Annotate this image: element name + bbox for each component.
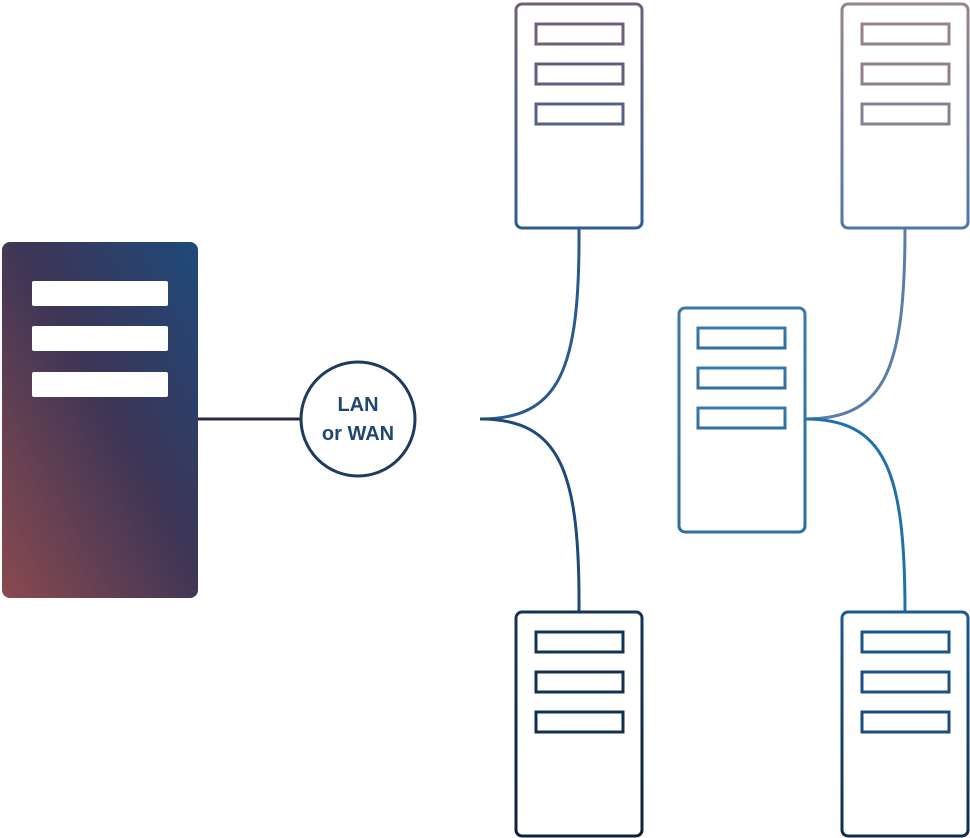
hub-circle xyxy=(299,360,417,478)
server-slot xyxy=(534,710,625,734)
server-slot xyxy=(534,102,625,126)
link-to-top-left xyxy=(479,227,581,421)
server-slot xyxy=(860,630,951,654)
network-hub: LAN or WAN xyxy=(299,360,417,478)
link-to-bottom-right xyxy=(804,417,907,613)
server-slot xyxy=(860,670,951,694)
server-bottom-right xyxy=(840,610,970,838)
server-middle xyxy=(677,306,807,534)
server-slot xyxy=(534,22,625,46)
main-server-slot xyxy=(32,326,168,351)
server-slot xyxy=(534,670,625,694)
server-slot xyxy=(860,22,951,46)
server-bottom-left xyxy=(514,610,644,838)
main-server-slot xyxy=(32,372,168,397)
hub-label-line2: or WAN xyxy=(322,423,394,445)
server-slot xyxy=(860,102,951,126)
link-to-bottom-left xyxy=(479,417,581,613)
main-server-slot xyxy=(32,281,168,306)
server-top-left xyxy=(514,2,644,230)
server-slot xyxy=(860,62,951,86)
server-slot xyxy=(534,630,625,654)
connections xyxy=(198,227,907,613)
server-top-right xyxy=(840,2,970,230)
hub-label-line1: LAN xyxy=(337,394,378,416)
link-to-top-right xyxy=(804,227,907,421)
server-slot xyxy=(534,62,625,86)
server-slot xyxy=(860,710,951,734)
server-slot xyxy=(696,406,787,430)
server-slot xyxy=(696,326,787,350)
server-slot xyxy=(696,366,787,390)
main-server xyxy=(2,242,198,598)
